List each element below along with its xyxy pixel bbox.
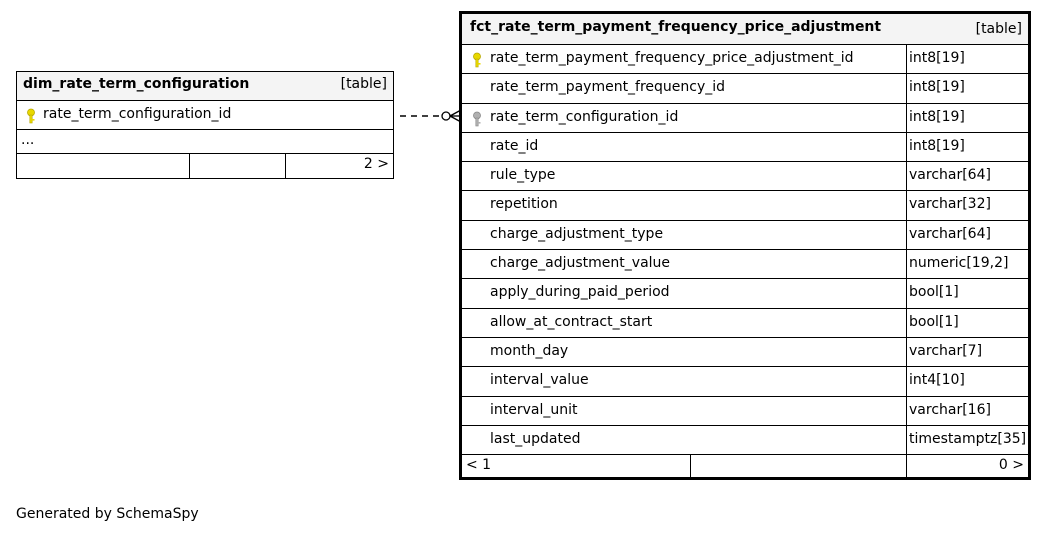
column-type: varchar[64]	[909, 225, 991, 242]
table-type: [table]	[975, 21, 1022, 37]
foreign-key-icon	[473, 111, 481, 126]
parents-count[interactable]: < 1	[466, 457, 492, 474]
table-row[interactable]: allow_at_contract_start bool[1]	[462, 308, 1028, 338]
column-type: bool[1]	[909, 284, 959, 301]
left-table[interactable]: dim_rate_term_configuration [table] rate…	[16, 71, 394, 179]
column-type: int4[10]	[909, 372, 965, 389]
column-divider	[906, 132, 907, 162]
column-divider	[906, 103, 907, 132]
column-name: rule_type	[490, 167, 556, 184]
column-divider	[906, 396, 907, 425]
column-name: interval_value	[490, 372, 589, 389]
column-type: varchar[64]	[909, 167, 991, 184]
table-row[interactable]: apply_during_paid_period bool[1]	[462, 279, 1028, 309]
column-name: last_updated	[490, 430, 581, 447]
column-type: varchar[32]	[909, 196, 991, 213]
column-divider	[906, 45, 907, 74]
column-type: timestamptz[35]	[909, 430, 1027, 447]
table-row[interactable]: charge_adjustment_value numeric[19,2]	[462, 250, 1028, 280]
column-divider	[906, 337, 907, 367]
table-name: fct_rate_term_payment_frequency_price_ad…	[470, 19, 882, 35]
table-row[interactable]: rate_term_configuration_id int8[19]	[462, 103, 1028, 133]
column-type: int8[19]	[909, 108, 965, 125]
main-table[interactable]: fct_rate_term_payment_frequency_price_ad…	[459, 11, 1031, 480]
primary-key-icon	[473, 52, 481, 68]
children-count[interactable]: 0 >	[998, 457, 1024, 474]
column-name: month_day	[490, 342, 569, 359]
column-divider	[906, 162, 907, 191]
column-name: interval_unit	[490, 401, 578, 418]
main-table-footer: < 1 0 >	[462, 455, 1028, 480]
ellipsis-text: ...	[21, 132, 35, 148]
column-divider	[906, 308, 907, 337]
table-row[interactable]: rate_term_payment_frequency_id int8[19]	[462, 74, 1028, 104]
primary-key-icon	[27, 108, 35, 124]
column-name: rate_term_payment_frequency_id	[490, 79, 726, 96]
footer-divider	[285, 154, 286, 178]
footer-divider	[906, 455, 907, 480]
column-divider	[906, 191, 907, 220]
left-table-footer: 2 >	[17, 154, 393, 178]
column-type: varchar[7]	[909, 342, 983, 359]
main-table-header: fct_rate_term_payment_frequency_price_ad…	[462, 14, 1028, 45]
column-divider	[906, 220, 907, 250]
ellipsis-row: ...	[17, 130, 393, 154]
column-divider	[906, 425, 907, 455]
column-name: rate_term_payment_frequency_price_adjust…	[490, 50, 854, 66]
table-row[interactable]: month_day varchar[7]	[462, 337, 1028, 368]
column-type: numeric[19,2]	[909, 255, 1009, 272]
children-count[interactable]: 2 >	[363, 156, 389, 172]
column-type: bool[1]	[909, 313, 959, 330]
column-divider	[906, 74, 907, 103]
column-name: repetition	[490, 196, 558, 213]
column-name: rate_id	[490, 137, 539, 154]
column-type: int8[19]	[909, 137, 965, 154]
table-row[interactable]: rate_term_payment_frequency_price_adjust…	[462, 45, 1028, 75]
column-name: rate_term_configuration_id	[490, 108, 679, 125]
generated-by-text: Generated by SchemaSpy	[16, 506, 199, 522]
table-row[interactable]: interval_value int4[10]	[462, 367, 1028, 397]
column-type: int8[19]	[909, 50, 965, 66]
table-row[interactable]: rule_type varchar[64]	[462, 162, 1028, 192]
column-type: varchar[16]	[909, 401, 991, 418]
table-row[interactable]: rate_id int8[19]	[462, 132, 1028, 163]
column-name: apply_during_paid_period	[490, 284, 670, 301]
column-type: int8[19]	[909, 79, 965, 96]
table-type: [table]	[340, 76, 387, 92]
table-row[interactable]: interval_unit varchar[16]	[462, 396, 1028, 426]
column-name: charge_adjustment_value	[490, 255, 671, 272]
table-name: dim_rate_term_configuration	[23, 76, 250, 92]
footer-divider	[189, 154, 190, 178]
column-divider	[906, 279, 907, 308]
column-name: charge_adjustment_type	[490, 225, 664, 242]
column-name: rate_term_configuration_id	[43, 106, 232, 122]
table-row[interactable]: rate_term_configuration_id	[17, 101, 393, 130]
column-divider	[906, 367, 907, 396]
table-row[interactable]: last_updated timestamptz[35]	[462, 425, 1028, 456]
left-table-header: dim_rate_term_configuration [table]	[17, 72, 393, 101]
table-row[interactable]: charge_adjustment_type varchar[64]	[462, 220, 1028, 251]
column-name: allow_at_contract_start	[490, 313, 653, 330]
table-row[interactable]: repetition varchar[32]	[462, 191, 1028, 221]
footer-divider	[690, 455, 691, 480]
column-divider	[906, 250, 907, 279]
